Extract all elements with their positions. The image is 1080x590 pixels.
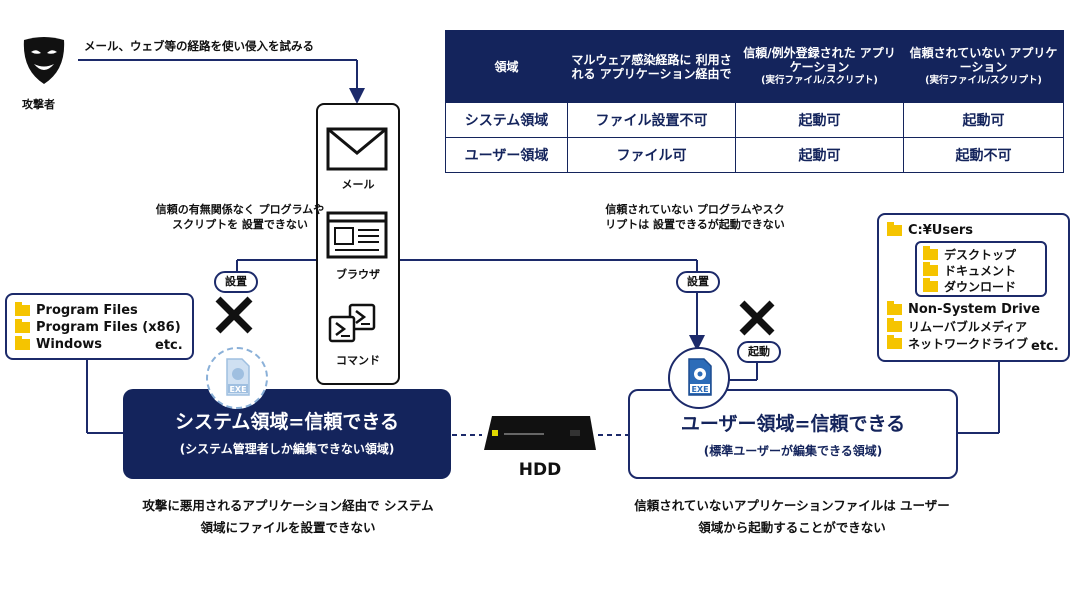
table-header-untrusted: 信頼されていない アプリケーション(実行ファイル/スクリプト) (903, 30, 1064, 103)
block-x-icon-left (215, 296, 253, 334)
system-folders-etc: etc. (155, 338, 183, 353)
folder-icon (923, 261, 938, 276)
user-region-subtitle: (標準ユーザーが編集できる領域) (703, 444, 883, 458)
place-pill-right: 設置 (676, 271, 720, 293)
left-note: 信頼の有無関係なく プログラムやスクリプトを 設置できない (155, 203, 325, 231)
svg-text:EXE: EXE (691, 385, 708, 394)
table-cell: システム領域 (445, 102, 568, 138)
system-folders-box: Program Files Program Files (x86) Window… (5, 293, 194, 360)
folder-icon (887, 301, 902, 315)
browser-label: ブラウザ (336, 268, 380, 281)
system-region-box: システム領域=信頼できる (システム管理者しか編集できない領域) (123, 389, 451, 479)
system-region-caption: 攻撃に悪用されるアプリケーション経由で システム領域にファイルを設置できない (142, 498, 434, 535)
table-cell: ユーザー領域 (445, 137, 568, 173)
user-region-title: ユーザー領域=信頼できる (680, 413, 906, 435)
folder-icon (15, 319, 30, 333)
table-cell: 起動可 (735, 137, 904, 173)
list-item: リムーバブルメディア (887, 318, 1040, 335)
folder-icon (887, 335, 902, 349)
right-note: 信頼されていない プログラムやスクリプトは 設置できるが起動できない (605, 203, 785, 231)
user-folders-box: C:¥Users デスクトップ ドキュメント ダウンロード Non-System… (877, 213, 1070, 362)
system-region-title: システム領域=信頼できる (175, 411, 399, 433)
hdd-icon (484, 416, 596, 450)
attacker-description: メール、ウェブ等の経路を使い侵入を試みる (84, 39, 314, 53)
exe-file-icon-faded: EXE (206, 347, 268, 409)
table-header-via-app: マルウェア感染経路に 利用される アプリケーション経由で (567, 30, 736, 103)
hdd-label: HDD (518, 460, 562, 480)
user-subfolder-box: デスクトップ ドキュメント ダウンロード (915, 241, 1047, 297)
attacker-label: 攻撃者 (22, 98, 55, 111)
command-icon (328, 303, 376, 343)
folder-icon (923, 245, 938, 260)
list-item: デスクトップ (923, 245, 1045, 262)
permission-table: 領域 マルウェア感染経路に 利用される アプリケーション経由で 信頼/例外登録さ… (445, 30, 1064, 173)
browser-icon (326, 211, 388, 259)
table-header-trusted: 信頼/例外登録された アプリケーション(実行ファイル/スクリプト) (735, 30, 904, 103)
block-x-icon-right (739, 300, 775, 336)
list-item: Program Files (x86) (15, 319, 192, 336)
table-cell: 起動可 (735, 102, 904, 138)
table-cell: 起動可 (903, 102, 1064, 138)
folder-icon (887, 318, 902, 332)
command-label: コマンド (336, 354, 380, 367)
list-item: ダウンロード (923, 277, 1045, 294)
list-item: Program Files (15, 302, 192, 319)
list-item: Windows (15, 336, 192, 353)
list-item: ネットワークドライブ (887, 335, 1040, 352)
place-pill-left: 設置 (214, 271, 258, 293)
folder-icon (923, 277, 938, 292)
list-item: C:¥Users (887, 222, 1068, 239)
mail-label: メール (341, 178, 375, 191)
folder-icon (15, 302, 30, 316)
svg-text:EXE: EXE (229, 385, 246, 394)
launch-pill: 起動 (737, 341, 781, 363)
table-row: システム領域 ファイル設置不可 起動可 起動可 (445, 102, 1064, 138)
table-cell: 起動不可 (903, 137, 1064, 173)
table-cell: ファイル設置不可 (567, 102, 736, 138)
system-region-subtitle: (システム管理者しか編集できない領域) (179, 442, 395, 456)
folder-icon (887, 222, 902, 236)
folder-icon (15, 336, 30, 350)
table-row: ユーザー領域 ファイル可 起動可 起動不可 (445, 137, 1064, 173)
mail-icon (326, 127, 388, 171)
exe-file-icon: EXE (668, 347, 730, 409)
mask-icon (23, 37, 65, 84)
list-item: Non-System Drive (887, 301, 1040, 318)
table-cell: ファイル可 (567, 137, 736, 173)
user-region-caption: 信頼されていないアプリケーションファイルは ユーザー領域から起動することができな… (634, 498, 950, 535)
table-header-region: 領域 (445, 30, 568, 103)
list-item: ドキュメント (923, 261, 1045, 278)
user-folders-etc: etc. (1031, 339, 1059, 354)
